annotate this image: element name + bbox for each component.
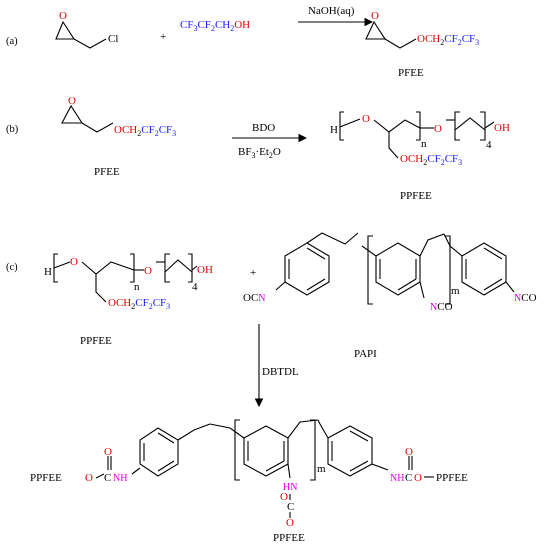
ppfee-c-side-chain: OCH2CF2CF3 [108,297,170,311]
panel-a-label: (a) [6,36,18,47]
condition-bf3-etherate: BF3·Et2O [238,146,281,160]
pfee-name-a: PFEE [398,67,424,79]
end-group-left: PPFEE [30,472,62,484]
condition-dbtdl: DBTDL [262,366,299,378]
pfee-structure-b: O OCH2CF2CF3 [61,95,176,138]
left-nh: NH [113,473,127,484]
ppfee-name-b: PPFEE [400,190,432,202]
ppfee-c-ether-oxygen: O [70,256,78,268]
papi-m-subscript: m [451,285,460,297]
trifluoroethanol-reagent: CF3CF2CH2OH [180,19,250,33]
middle-carbonyl-o: O [280,491,288,503]
right-carbonyl-o: O [405,446,413,458]
end-group-middle: PPFEE [273,532,305,544]
papi-name: PAPI [354,348,377,360]
panel-b-label: (b) [6,124,19,135]
epichlorohydrin-structure: O Cl [55,10,118,49]
plus-sign-c: + [250,267,256,279]
ppfee-c-h-end: H [44,266,52,278]
ppfee-four-subscript: 4 [486,139,492,151]
left-urethane-c: C [104,472,111,484]
papi-right-nco: NCO [514,292,537,304]
left-carbonyl-o: O [104,446,112,458]
ppfee-c-n-subscript: n [134,281,140,293]
condition-naoh: NaOH(aq) [308,5,355,17]
right-nh: NH [390,473,404,484]
ppfee-structure-c: H O n O 4 OH OCH2CF2CF3 [44,253,213,311]
ppfee-structure-b: H O n O 4 OH OCH2CF2CF3 [330,111,510,167]
ppfee-ether-oxygen: O [362,113,370,125]
middle-hn: HN [283,482,297,493]
pfee-b-epoxide-oxygen: O [68,95,76,107]
panel-c-label: (c) [6,262,18,273]
panel-c: (c) H O n O 4 OH OCH2CF2CF3 PPFEE + [6,232,537,544]
polyurethane-product: PPFEE O C O NH m HN [30,419,468,544]
papi-middle-nco: NCO [430,301,453,313]
panel-b: (b) O OCH2CF2CF3 PFEE BDO BF3·Et2O H O n… [6,95,510,202]
end-group-right: PPFEE [436,472,468,484]
pfee-name-b: PFEE [94,166,120,178]
ppfee-h-end: H [330,124,338,136]
panel-a: (a) O Cl + CF3CF2CH2OH NaOH(aq) O OCH2CF… [6,5,479,79]
middle-urethane-c: C [287,501,294,513]
ppfee-c-four-subscript: 4 [192,281,198,293]
papi-left-nco: OCN [243,292,266,304]
chloro-group: Cl [108,33,118,45]
ppfee-name-c: PPFEE [80,335,112,347]
ppfee-bdo-oxygen: O [434,123,442,135]
product-m-subscript: m [317,463,326,475]
papi-structure: OCN m NCO NCO [243,232,537,313]
ppfee-c-bdo-oxygen: O [144,265,152,277]
ppfee-n-subscript: n [421,138,427,150]
middle-urethane-o: O [286,517,294,529]
pfee-epoxide-oxygen: O [371,10,379,22]
condition-bdo: BDO [252,122,275,134]
pfee-side-chain: OCH2CF2CF3 [417,33,479,47]
ppfee-terminal-oh: OH [494,122,510,134]
pfee-structure-a: O OCH2CF2CF3 [365,10,479,49]
epoxide-oxygen: O [59,10,67,22]
left-urethane-o: O [85,472,93,484]
plus-sign-a: + [160,31,166,43]
right-urethane-o: O [414,472,422,484]
pfee-b-side-chain: OCH2CF2CF3 [114,124,176,138]
ppfee-c-terminal-oh: OH [197,264,213,276]
ppfee-b-side-chain: OCH2CF2CF3 [400,153,462,167]
right-urethane-c: C [405,472,412,484]
